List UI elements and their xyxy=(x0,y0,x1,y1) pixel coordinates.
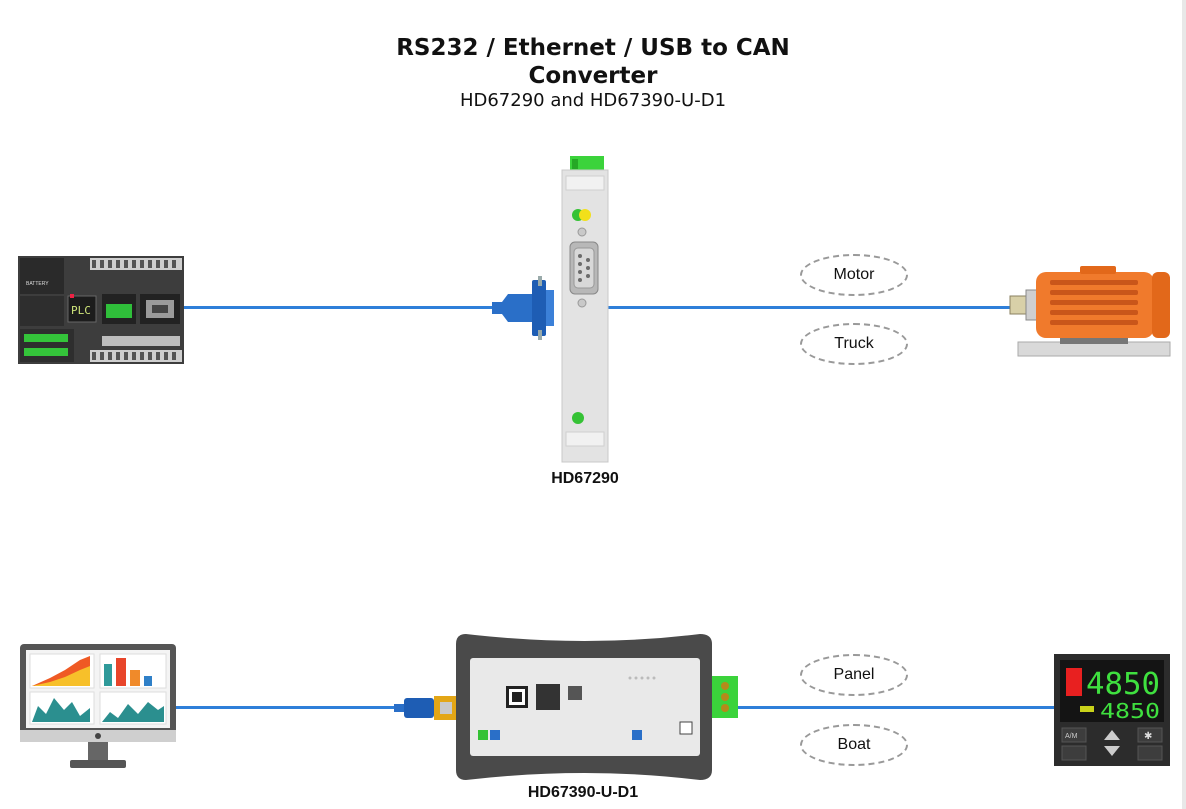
title-line-1: RS232 / Ethernet / USB to CAN xyxy=(396,35,790,61)
cable-plc-to-converter xyxy=(182,306,512,309)
bubble-truck: Truck xyxy=(800,323,908,365)
computer-monitor-image xyxy=(20,644,176,768)
process-controller-image: 4850 4850 A/M ✱ xyxy=(1054,654,1170,766)
plc-battery-text: BATTERY xyxy=(26,281,49,287)
svg-text:✱: ✱ xyxy=(1144,731,1152,742)
cable-computer-to-converter xyxy=(172,706,398,709)
hd67390-label: HD67390-U-D1 xyxy=(527,784,639,801)
hd67290-label: HD67290 xyxy=(551,470,619,487)
cable-converter-to-motor xyxy=(608,306,1020,309)
cable-converter-to-controller xyxy=(738,706,1056,709)
title-line-2: Converter xyxy=(528,63,658,89)
controller-key-am-label: A/M xyxy=(1065,733,1078,740)
usb-connector-image xyxy=(394,696,458,720)
diagram-subtitle: HD67290 and HD67390-U-D1 xyxy=(459,90,727,111)
hd67390-device-image xyxy=(456,634,738,780)
electric-motor-image xyxy=(1009,266,1171,357)
controller-display-top: 4850 xyxy=(1086,667,1160,702)
bubble-boat: Boat xyxy=(800,724,908,766)
plc-image: BATTERY PLC xyxy=(18,256,184,364)
scrollbar[interactable] xyxy=(1182,0,1186,809)
hd67290-device-image xyxy=(561,156,609,463)
db9-connector-image xyxy=(492,276,554,340)
bubble-panel: Panel xyxy=(800,654,908,696)
plc-screen-text: PLC xyxy=(71,304,91,317)
bubble-motor: Motor xyxy=(800,254,908,296)
controller-display-bottom: 4850 xyxy=(1100,699,1160,723)
diagram-title: RS232 / Ethernet / USB to CAN Converter xyxy=(0,34,1186,90)
